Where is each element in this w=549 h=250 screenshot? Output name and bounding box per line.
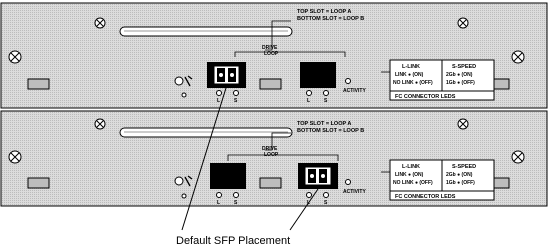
port-label-S: S [234,200,238,206]
legend-col2-header: S-SPEED [452,64,476,70]
drive-loop-label: LOOP [264,51,279,57]
screw-icon [511,150,525,164]
screw-icon [8,150,22,164]
controller-module-top: TOP SLOT = LOOP A BOTTOM SLOT = LOOP B D… [0,2,548,109]
speed-led [323,192,329,198]
legend-col1-header: L-LINK [402,164,420,170]
fc-connector-led-legend: L-LINK S-SPEED LINK ● (ON) 2Gb ● (ON) NO… [389,159,495,201]
drive-loop-label: DRIVE [262,45,278,51]
screw-icon [94,118,106,130]
activity-label: ACTIVITY [343,189,366,195]
release-tab[interactable] [259,78,282,90]
screw-icon [457,17,469,29]
screw-icon [511,50,525,64]
port-label-L: L [307,98,310,104]
service-tool-icon [174,175,193,199]
sfp-transceiver[interactable] [213,65,240,85]
legend-row2-col1: NO LINK ● (OFF) [393,80,433,86]
speed-led [323,90,329,96]
caption: Default SFP Placement [176,235,290,247]
port-label-S: S [234,98,238,104]
legend-footer: FC CONNECTOR LEDS [395,194,456,200]
activity-led [345,179,351,185]
legend-footer: FC CONNECTOR LEDS [395,94,456,100]
legend-row1-col1: LINK ● (ON) [395,72,424,78]
screw-icon [457,118,469,130]
fc-connector-led-legend: L-LINK S-SPEED LINK ● (ON) 2Gb ● (ON) NO… [389,59,495,101]
slot-text-line2: BOTTOM SLOT = LOOP B [297,16,364,22]
speed-led [233,192,239,198]
link-led [216,192,222,198]
release-tab[interactable] [27,78,50,90]
port-label-L: L [217,98,220,104]
service-tool-icon [174,75,193,98]
callout-line [181,87,227,231]
port-label-S: S [324,98,328,104]
legend-col2-header: S-SPEED [452,164,476,170]
sfp-port-1[interactable] [210,163,246,189]
link-led [306,90,312,96]
legend-row1-col2: 2Gb ● (ON) [446,72,473,78]
activity-label: ACTIVITY [343,88,366,94]
legend-row2-col1: NO LINK ● (OFF) [393,180,433,186]
screw-icon [8,50,22,64]
link-led [306,192,312,198]
legend-row2-col2: 1Gb ● (OFF) [446,180,475,186]
link-led [216,90,222,96]
legend-row1-col1: LINK ● (ON) [395,172,424,178]
slot-text-line2: BOTTOM SLOT = LOOP B [297,128,364,134]
slot-text-line1: TOP SLOT = LOOP A [297,9,351,15]
legend-row2-col2: 1Gb ● (OFF) [446,80,475,86]
release-tab[interactable] [259,177,282,189]
controller-module-bottom: TOP SLOT = LOOP A BOTTOM SLOT = LOOP B D… [0,110,548,207]
release-tab[interactable] [27,177,50,189]
speed-led [233,90,239,96]
screw-icon [94,17,106,29]
drive-loop-label: DRIVE [262,146,278,152]
port-label-L: L [217,200,220,206]
legend-row1-col2: 2Gb ● (ON) [446,172,473,178]
activity-led [345,78,351,84]
callout-line [289,188,319,231]
port-label-S: S [324,200,328,206]
slot-text-line1: TOP SLOT = LOOP A [297,121,351,127]
sfp-port-2[interactable] [300,62,336,88]
sfp-transceiver[interactable] [304,166,332,186]
legend-col1-header: L-LINK [402,64,420,70]
